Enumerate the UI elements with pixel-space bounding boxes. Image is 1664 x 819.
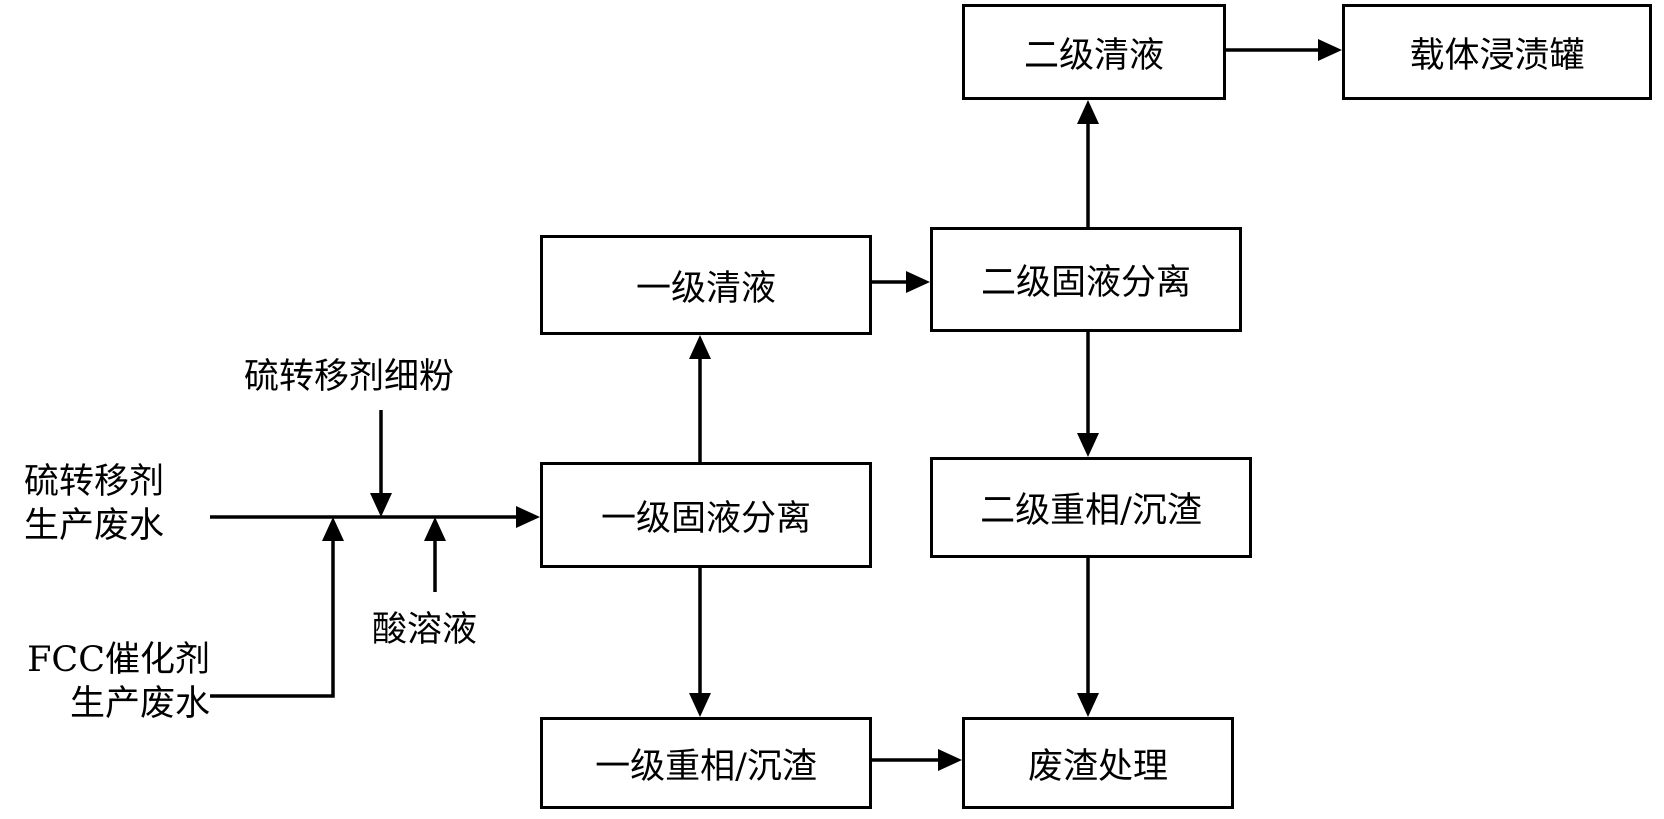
arrowhead-to-secondary-clear <box>1077 100 1099 124</box>
arrowhead-fines-feed <box>370 493 392 517</box>
fcc-feed-line <box>210 540 335 698</box>
label-sulfur-transfer-wastewater: 硫转移剂 生产废水 <box>24 460 164 548</box>
label-fcc-wastewater-line1: FCC催化剂 <box>27 640 210 680</box>
arrowhead-to-carrier-tank <box>1318 39 1342 61</box>
label-fcc-wastewater-line2: 生产废水 <box>69 684 210 724</box>
box-carrier-impregnation-tank: 载体浸渍罐 <box>1342 4 1652 100</box>
box-secondary-heavy-phase-sludge: 二级重相/沉渣 <box>930 457 1252 558</box>
arrowhead-to-waste-from-primary <box>938 749 962 771</box>
arrowhead-to-secondary-separation <box>906 271 930 293</box>
label-sulfur-transfer-wastewater-line1: 硫转移剂 <box>24 462 165 502</box>
arrowhead-to-primary-separation <box>516 506 540 528</box>
arrowhead-to-primary-clear <box>689 335 711 359</box>
arrowhead-to-primary-sludge <box>689 693 711 717</box>
label-fcc-wastewater: FCC催化剂 生产废水 <box>8 638 210 726</box>
arrowhead-fcc-feed <box>322 517 344 541</box>
box-primary-heavy-phase-sludge: 一级重相/沉渣 <box>540 717 872 809</box>
box-primary-solid-liquid-separation: 一级固液分离 <box>540 462 872 568</box>
label-acid-solution: 酸溶液 <box>372 610 478 650</box>
arrowhead-acid-feed <box>424 517 446 541</box>
box-secondary-solid-liquid-separation: 二级固液分离 <box>930 227 1242 332</box>
arrowhead-to-waste-from-secondary <box>1077 693 1099 717</box>
box-waste-residue-treatment: 废渣处理 <box>962 717 1234 809</box>
arrowhead-to-secondary-sludge <box>1077 433 1099 457</box>
label-sulfur-transfer-fines: 硫转移剂细粉 <box>244 357 455 397</box>
label-sulfur-transfer-wastewater-line2: 生产废水 <box>24 506 165 546</box>
box-primary-clear-liquid: 一级清液 <box>540 235 872 335</box>
box-secondary-clear-liquid: 二级清液 <box>962 4 1226 100</box>
